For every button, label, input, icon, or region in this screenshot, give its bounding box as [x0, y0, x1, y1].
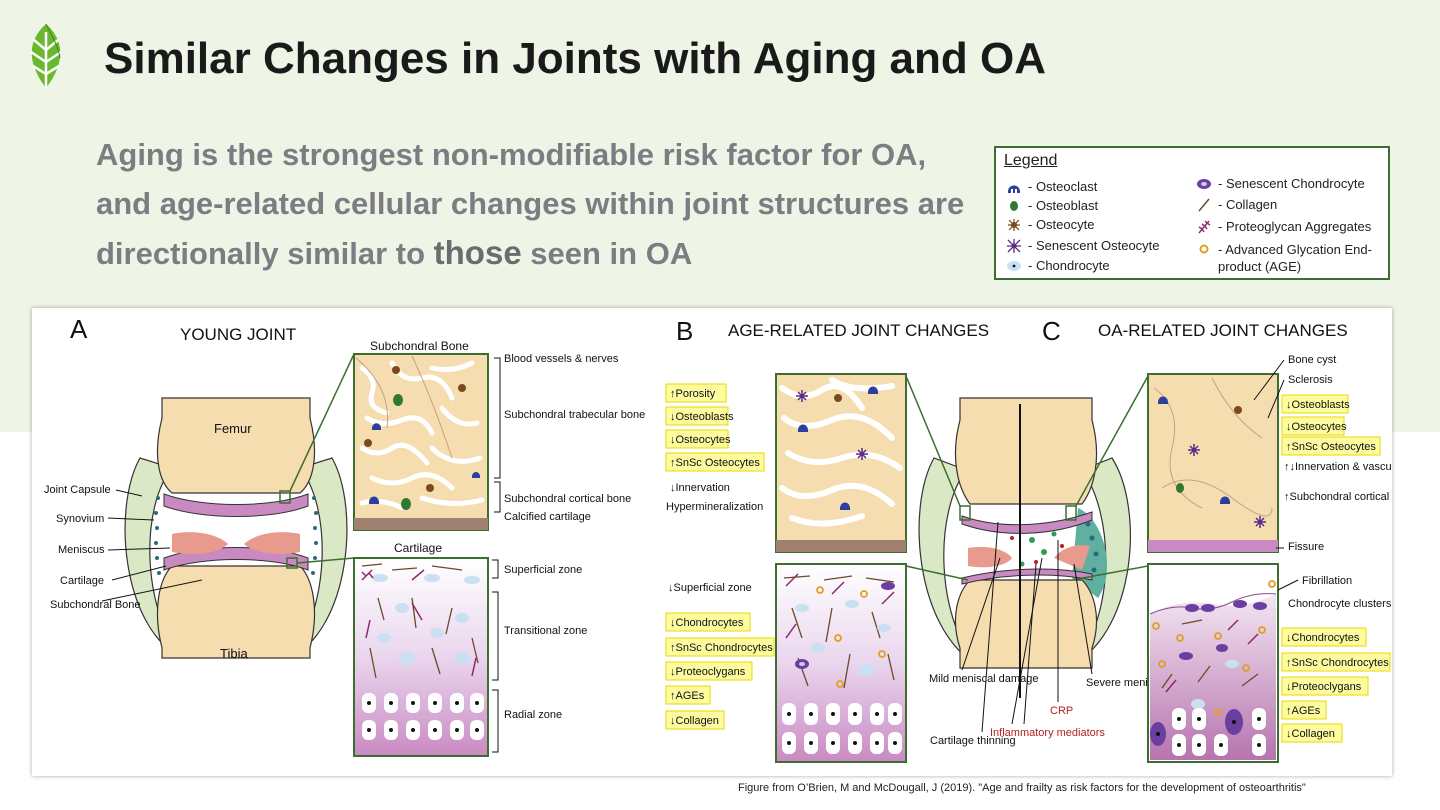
joint-capsule-label: Joint Capsule	[44, 484, 111, 496]
legend-title: Legend	[1004, 152, 1057, 170]
c-change-innervation: ↑↓Innervation & vascularization	[1284, 461, 1392, 473]
trabecular-label: Subchondral trabecular bone	[504, 409, 645, 421]
c-fissure-label: Fissure	[1288, 541, 1324, 553]
a-cartilage-box	[354, 558, 488, 756]
meniscus-label: Meniscus	[58, 544, 105, 556]
c-change-ages: ↑AGEs	[1286, 705, 1321, 717]
c-change-osteocytes: ↓Osteocytes	[1286, 421, 1347, 433]
legend-item-age: - Advanced Glycation End-product (AGE)	[1196, 241, 1386, 275]
joint-figure-svg: A YOUNG JOINT Femur Tibia Joint Capsule …	[32, 308, 1392, 776]
b-cartilage-box	[776, 564, 906, 762]
legend-item-chondrocyte: - Chondrocyte	[1006, 258, 1110, 273]
collagen-icon	[1196, 198, 1212, 212]
young-joint-diagram	[125, 354, 354, 658]
c-change-snsc-osteocytes: ↑SnSc Osteocytes	[1286, 441, 1376, 453]
joint-figure: A YOUNG JOINT Femur Tibia Joint Capsule …	[32, 308, 1392, 776]
c-change-osteoblasts: ↓Osteoblasts	[1286, 399, 1350, 411]
b-change-ages: ↑AGEs	[670, 690, 705, 702]
c-cartilage-box	[1148, 564, 1278, 762]
tibia-label: Tibia	[220, 646, 248, 661]
b-bone-box	[776, 374, 906, 552]
legend-item-senescent-chondrocyte: - Senescent Chondrocyte	[1196, 176, 1365, 191]
a-cart-title: Cartilage	[394, 541, 442, 555]
leaf-logo-icon	[22, 22, 70, 92]
subtitle-emphasis: those	[434, 234, 522, 271]
panel-c-cartilage-changes: Fibrillation Chondrocyte clusters ↓Chond…	[1282, 575, 1392, 742]
panel-a-heading: YOUNG JOINT	[180, 325, 296, 344]
age-icon	[1196, 242, 1212, 256]
legend-item-osteoclast: - Osteoclast	[1006, 179, 1097, 194]
panel-b-heading: AGE-RELATED JOINT CHANGES	[728, 321, 989, 340]
aging-oa-joint-diagram	[906, 376, 1148, 698]
b-change-superficial-zone: ↓Superficial zone	[668, 582, 752, 594]
c-change-cortical-thickness: ↑Subchondral cortical thickness	[1284, 491, 1392, 503]
panel-b-cartilage-changes: ↓Superficial zone ↓Chondrocytes ↑SnSc Ch…	[666, 582, 774, 729]
proteoglycan-icon	[1196, 220, 1212, 234]
panel-b-bone-changes: ↑Porosity ↓Osteoblasts ↓Osteocytes ↑SnSc…	[666, 384, 764, 513]
b-change-porosity: ↑Porosity	[670, 388, 716, 400]
a-bone-title: Subchondral Bone	[370, 339, 469, 353]
senescent-chondrocyte-icon	[1196, 177, 1212, 191]
legend-item-osteocyte: - Osteocyte	[1006, 217, 1094, 232]
subchondral-bone-label: Subchondral Bone	[50, 599, 141, 611]
b-change-snsc-osteocytes: ↑SnSc Osteocytes	[670, 457, 760, 469]
blood-vessels-label: Blood vessels & nerves	[504, 353, 619, 365]
osteoblast-icon	[1006, 199, 1022, 213]
page-title: Similar Changes in Joints with Aging and…	[104, 34, 1046, 84]
crp-label: CRP	[1050, 705, 1073, 717]
c-change-snsc-chondrocytes: ↑SnSc Chondrocytes	[1286, 657, 1389, 669]
osteocyte-icon	[1006, 218, 1022, 232]
c-fibrillation-label: Fibrillation	[1302, 575, 1352, 587]
b-change-innervation: ↓Innervation	[670, 482, 730, 494]
cartilage-label: Cartilage	[60, 575, 104, 587]
panel-c-bone-changes: Bone cyst Sclerosis ↓Osteoblasts ↓Osteoc…	[1282, 354, 1392, 553]
superficial-zone-label: Superficial zone	[504, 564, 582, 576]
panel-c-heading: OA-RELATED JOINT CHANGES	[1098, 321, 1348, 340]
mild-meniscal-damage-label: Mild meniscal damage	[929, 673, 1038, 685]
panel-c-letter: C	[1042, 316, 1061, 346]
radial-zone-label: Radial zone	[504, 709, 562, 721]
figure-caption: Figure from O’Brien, M and McDougall, J …	[738, 782, 1306, 794]
synovium-label: Synovium	[56, 513, 104, 525]
c-change-chondrocytes: ↓Chondrocytes	[1286, 632, 1360, 644]
panel-a-letter: A	[70, 314, 88, 344]
chondrocyte-icon	[1006, 259, 1022, 273]
b-change-snsc-chondrocytes: ↑SnSc Chondrocytes	[670, 642, 773, 654]
legend: Legend - Osteoclast - Osteoblast - Osteo…	[994, 146, 1390, 280]
transitional-zone-label: Transitional zone	[504, 625, 587, 637]
b-change-chondrocytes: ↓Chondrocytes	[670, 617, 744, 629]
subtitle-part2: seen in OA	[522, 236, 693, 271]
femur-label: Femur	[214, 421, 252, 436]
legend-item-collagen: - Collagen	[1196, 197, 1277, 212]
b-change-hypermineralization: Hypermineralization	[666, 501, 763, 513]
senescent-osteocyte-icon	[1006, 239, 1022, 253]
panel-b-letter: B	[676, 316, 693, 346]
c-chondrocyte-clusters-label: Chondrocyte clusters	[1288, 598, 1392, 610]
subtitle: Aging is the strongest non-modifiable ri…	[96, 130, 976, 278]
inflammatory-mediators-label: Inflammatory mediators	[990, 727, 1105, 739]
legend-item-proteoglycan: - Proteoglycan Aggregates	[1196, 219, 1371, 234]
legend-item-senescent-osteocyte: - Senescent Osteocyte	[1006, 238, 1160, 253]
c-change-collagen: ↓Collagen	[1286, 728, 1335, 740]
b-change-collagen: ↓Collagen	[670, 715, 719, 727]
c-sclerosis-label: Sclerosis	[1288, 374, 1333, 386]
cortical-label: Subchondral cortical bone	[504, 493, 631, 505]
legend-item-osteoblast: - Osteoblast	[1006, 198, 1098, 213]
b-change-osteoblasts: ↓Osteoblasts	[670, 411, 734, 423]
c-change-proteoglycans: ↓Proteoclygans	[1286, 681, 1362, 693]
b-change-proteoglycans: ↓Proteoclygans	[670, 666, 746, 678]
calcified-label: Calcified cartilage	[504, 511, 591, 523]
b-change-osteocytes: ↓Osteocytes	[670, 434, 731, 446]
osteoclast-icon	[1006, 180, 1022, 194]
c-bone-cyst-label: Bone cyst	[1288, 354, 1336, 366]
